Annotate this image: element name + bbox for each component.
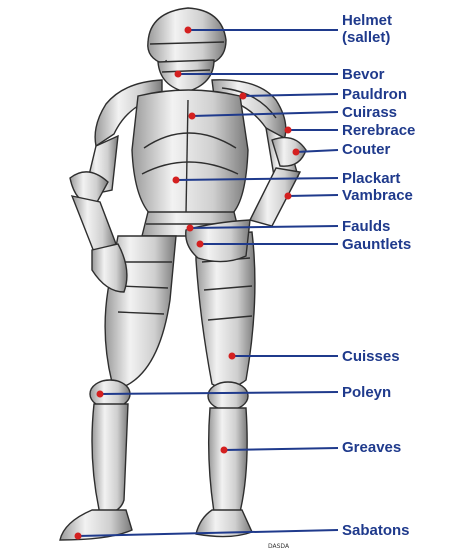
poleyn-right-shape bbox=[208, 382, 248, 410]
vambrace-label: Vambrace bbox=[342, 187, 413, 204]
gauntlet-left-shape bbox=[92, 244, 127, 292]
sabatons-marker-dot bbox=[75, 533, 82, 540]
vambrace-marker-dot bbox=[285, 193, 292, 200]
cuirass-label: Cuirass bbox=[342, 104, 397, 121]
sabatons-label: Sabatons bbox=[342, 522, 410, 539]
pauldron-marker-dot bbox=[240, 93, 247, 100]
rerebrace-marker-dot bbox=[285, 127, 292, 134]
faulds-label: Faulds bbox=[342, 218, 390, 235]
helmet-label: Helmet (sallet) bbox=[342, 12, 392, 46]
helmet-marker-dot bbox=[185, 27, 192, 34]
cuisses-label: Cuisses bbox=[342, 348, 400, 365]
bevor-label: Bevor bbox=[342, 66, 385, 83]
illustration-credit: DASDA bbox=[268, 543, 289, 550]
cuirass-shape bbox=[132, 90, 248, 214]
vambrace-right-shape bbox=[250, 168, 300, 226]
greave-left-shape bbox=[92, 404, 128, 514]
pauldron-label: Pauldron bbox=[342, 86, 407, 103]
greave-right-shape bbox=[209, 408, 247, 512]
poleyn-marker-dot bbox=[97, 391, 104, 398]
poleyn-leader-line bbox=[100, 392, 338, 394]
rerebrace-label: Rerebrace bbox=[342, 122, 415, 139]
bevor-shape bbox=[158, 60, 214, 92]
vambrace-leader-line bbox=[288, 195, 338, 196]
vambrace-left-shape bbox=[72, 196, 116, 252]
plackart-label: Plackart bbox=[342, 170, 400, 187]
greaves-label: Greaves bbox=[342, 439, 401, 456]
gauntlets-marker-dot bbox=[197, 241, 204, 248]
couter-label: Couter bbox=[342, 141, 390, 158]
cuisses-marker-dot bbox=[229, 353, 236, 360]
armor-figure bbox=[60, 8, 306, 540]
bevor-marker-dot bbox=[175, 71, 182, 78]
cuirass-marker-dot bbox=[189, 113, 196, 120]
couter-marker-dot bbox=[293, 149, 300, 156]
faulds-marker-dot bbox=[187, 225, 194, 232]
gauntlets-label: Gauntlets bbox=[342, 236, 411, 253]
greaves-marker-dot bbox=[221, 447, 228, 454]
plackart-marker-dot bbox=[173, 177, 180, 184]
poleyn-label: Poleyn bbox=[342, 384, 391, 401]
helmet-shape bbox=[148, 8, 226, 64]
